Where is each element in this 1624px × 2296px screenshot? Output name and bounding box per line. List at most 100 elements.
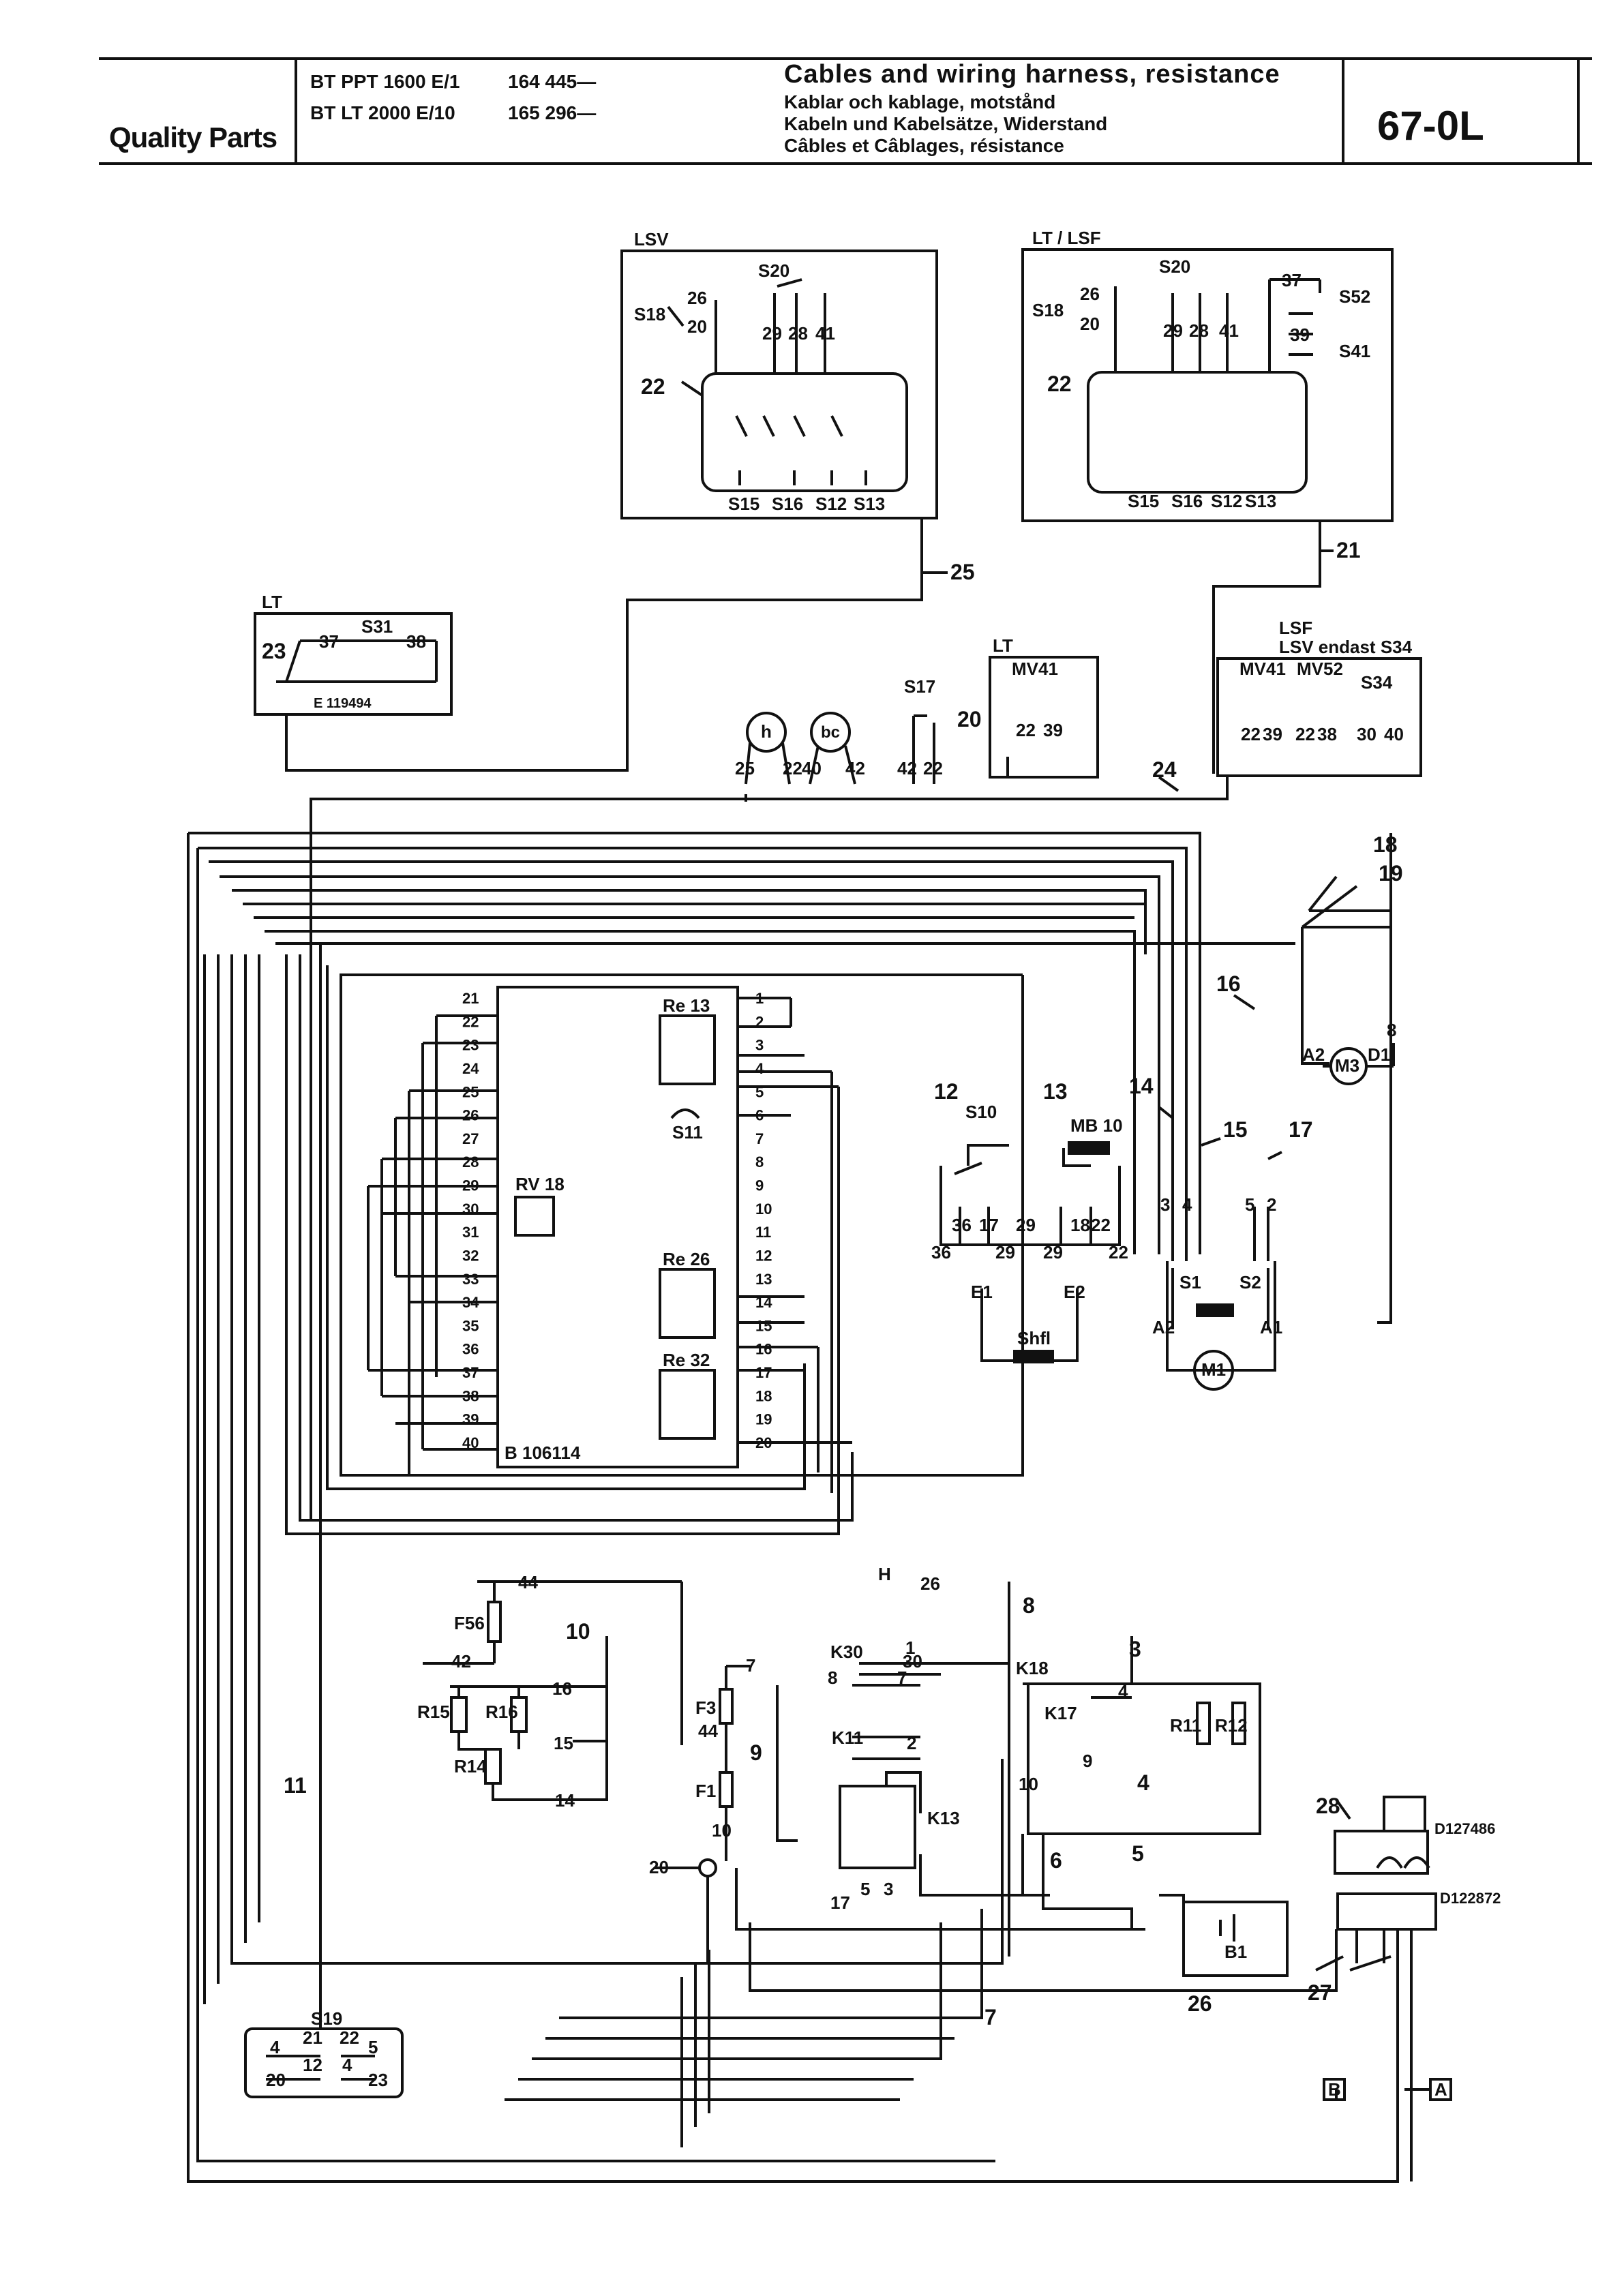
connector-b-box [1323,2078,1346,2101]
board-rv18: RV 18 [515,1174,565,1194]
s19-mid-4: 4 [342,2055,352,2075]
relay-w4: 4 [1118,1681,1128,1702]
board-right-pin-5: 5 [755,1083,764,1100]
lt-mv-label-20: 20 [957,707,982,731]
res-r14: R14 [454,1756,487,1777]
ltlsf-s20: S20 [1159,256,1190,277]
fuse-w10: 10 [712,1820,732,1841]
callout-25: 25 [950,560,975,584]
lsf-term-2: 39 [1263,724,1282,744]
res-w16: 16 [552,1678,572,1699]
connector-d127486 [1334,1830,1429,1875]
s19-left-4: 4 [270,2037,280,2057]
lsf-title2: LSV endast S34 [1279,637,1413,657]
relay-k17: K17 [1044,1703,1077,1723]
ltlsf-label-22: 22 [1047,372,1072,396]
title-english: Cables and wiring harness, resistance [784,60,1280,89]
junction-20 [698,1858,717,1877]
res-r16: R16 [485,1702,518,1722]
board-left-pin-36: 36 [462,1341,479,1358]
board-relay-re26: Re 26 [663,1249,710,1269]
board-right-pin-18: 18 [755,1387,772,1404]
resistor-r15 [450,1696,468,1733]
motor-m3-d1: D1 [1368,1044,1390,1065]
callout-5: 5 [1132,1841,1144,1866]
contactor-k13-block [839,1785,916,1869]
lsv-term-41: 41 [815,323,835,344]
motor-m1-term-5: 5 [1245,1194,1254,1215]
board-left-pin-27: 27 [462,1130,479,1147]
board-right-pin-16: 16 [755,1341,772,1358]
lsv-s18: S18 [634,304,665,324]
relay-w5: 5 [860,1879,870,1899]
pump-e2: E2 [1064,1282,1085,1302]
ltlsf-bottom-s16: S16 [1171,491,1203,511]
callout-18: 18 [1373,832,1398,857]
fuse-f1 [719,1771,734,1808]
callout-14: 14 [1129,1074,1154,1098]
inst-term-42b: 42 [897,758,917,779]
lsf-s34: S34 [1361,672,1393,693]
callout-11: 11 [284,1773,307,1798]
board-left-pin-28: 28 [462,1153,479,1170]
harness-25 [285,518,923,772]
header-top-rule [99,57,1592,60]
pump-mb10: MB 10 [1070,1115,1123,1136]
pump-motor-wiring [939,1166,1121,1246]
s19-mid-22: 22 [340,2027,359,2048]
relay-r12: R12 [1215,1715,1248,1736]
conn-label-26: 26 [1188,1991,1212,2016]
board-relay-re32: Re 32 [663,1350,710,1370]
lsv-box [620,250,938,519]
motor-m3-a2: A2 [1302,1044,1325,1065]
callout-4: 4 [1137,1770,1149,1795]
motor-m1-term-3: 3 [1160,1194,1170,1215]
board-s11: S11 [672,1122,703,1143]
fuse-w44: 44 [698,1721,718,1741]
board-right-pin-8: 8 [755,1153,764,1170]
resistor-r14 [484,1748,502,1785]
header-bottom-rule [99,162,1592,165]
board-right-pin-17: 17 [755,1364,772,1381]
pump-lower-29b: 29 [1043,1242,1063,1263]
board-relay-re13: Re 13 [663,995,710,1016]
harness-24 [310,776,1229,1520]
model-1-serial: 164 445— [508,71,597,92]
lsv-term-28: 28 [788,323,808,344]
callout-17: 17 [1289,1117,1313,1142]
callout-21: 21 [1336,538,1361,562]
lsv-label-22: 22 [641,374,665,399]
board-left-pin-leads [367,1014,498,1475]
board-left-pin-25: 25 [462,1083,479,1100]
relay-w8: 8 [828,1667,837,1688]
conn-d127486: D127486 [1434,1820,1495,1837]
relay-w30: 30 [903,1651,922,1672]
lsv-w26: 26 [687,288,707,308]
motor-m1-wiring [1166,1261,1276,1372]
board-right-pin-4: 4 [755,1060,764,1077]
shunt-field-shfl [1013,1350,1054,1363]
board-right-pin-12: 12 [755,1247,772,1264]
fuse-w7: 7 [746,1655,755,1676]
s19-right-23: 23 [368,2070,388,2090]
resistor-r11 [1196,1702,1211,1745]
board-left-pin-37: 37 [462,1364,479,1381]
callout-3: 3 [1129,1637,1141,1661]
lsv-term-29: 29 [762,323,782,344]
res-w42: 42 [451,1651,471,1672]
relay-re13 [659,1014,716,1085]
lt-left-part: E 119494 [314,696,372,711]
fuse-f3-label: F3 [695,1697,716,1718]
callout-15: 15 [1223,1117,1248,1142]
board-left-pin-33: 33 [462,1271,479,1288]
pump-term-36: 36 [952,1215,972,1235]
board-left-pin-32: 32 [462,1247,479,1264]
board-left-pin-24: 24 [462,1060,479,1077]
pump-term-18: 18 [1070,1215,1090,1235]
board-right-pin-2: 2 [755,1013,764,1030]
pump-e1: E1 [971,1282,993,1302]
lt-mv-term-39: 39 [1043,720,1063,740]
s19-right-5: 5 [368,2037,378,2057]
relay-re26 [659,1268,716,1339]
relay-h: H [878,1564,891,1584]
